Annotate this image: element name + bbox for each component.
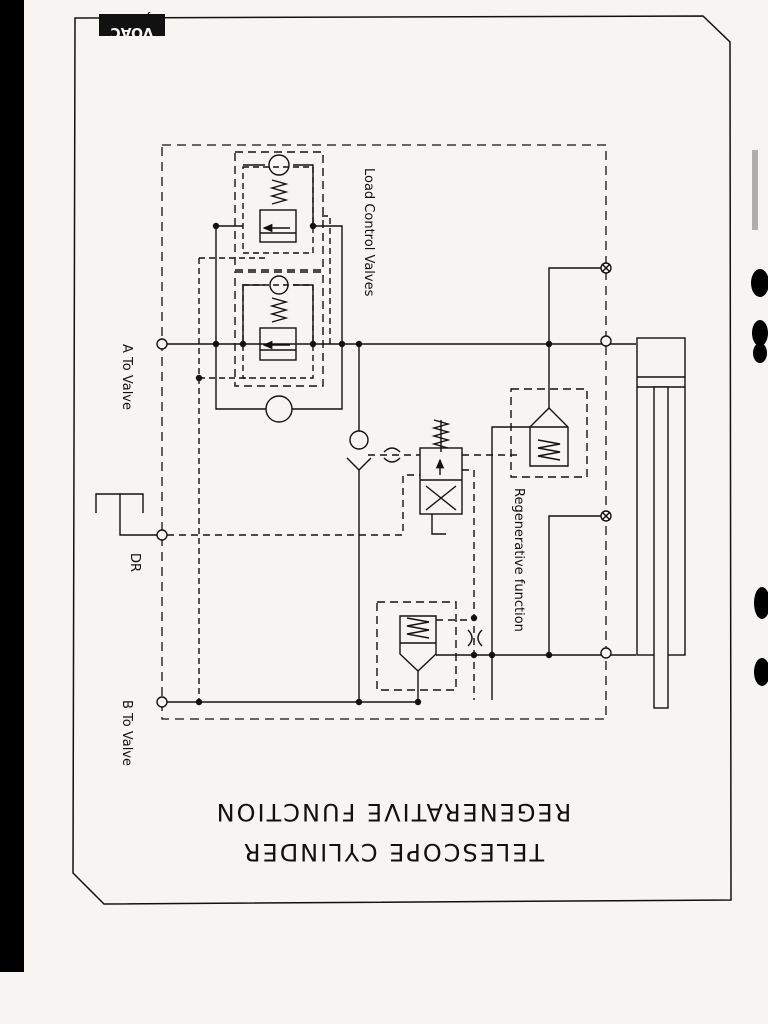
cylinder-port-bottom	[600, 647, 612, 659]
check-valve-top	[268, 154, 290, 176]
port-b-circle	[156, 696, 168, 708]
logo-sub: Hydraulics	[105, 11, 159, 21]
telescope-cylinder	[636, 337, 686, 709]
logo-brand: VOAC	[110, 24, 153, 40]
load-valve-spool-top	[259, 209, 297, 243]
label-regenerative-function: Regenerative function	[511, 488, 526, 632]
pilot-valve-body	[419, 447, 463, 515]
cylinder-rod	[653, 386, 669, 709]
cylinder-port-top	[600, 335, 612, 347]
spring-top	[269, 179, 289, 205]
label-port-b: B To Valve	[119, 700, 134, 766]
label-port-dr: DR	[127, 553, 142, 572]
pilot-valve	[346, 344, 520, 702]
regenerative-relief-top	[491, 344, 588, 700]
right-edge-blots	[751, 150, 768, 686]
spring-mid	[269, 297, 289, 323]
shuttle-check	[349, 430, 369, 450]
voac-logo: VOAC Hydraulics	[99, 11, 165, 40]
line-a	[156, 262, 636, 350]
label-port-a: A To Valve	[119, 344, 134, 410]
manifold-boundary	[161, 144, 607, 720]
left-black-edge	[0, 0, 24, 972]
title-line2: REGENERATIVE FUNCTION	[215, 798, 572, 826]
line-b	[156, 510, 612, 708]
lower-relief-valve	[376, 601, 636, 702]
drain-port	[95, 474, 420, 541]
title-line1: TELESCOPE CYLINDER	[242, 838, 545, 866]
sheet-border	[72, 15, 732, 905]
load-control-valves	[198, 151, 343, 700]
port-a-circle	[156, 338, 168, 350]
diagram-title: TELESCOPE CYLINDER REGENERATIVE FUNCTION	[215, 798, 572, 866]
label-load-control-valves: Load Control Valves	[361, 168, 376, 297]
check-valve-mid	[269, 275, 289, 295]
check-valve-bottom	[265, 395, 293, 423]
